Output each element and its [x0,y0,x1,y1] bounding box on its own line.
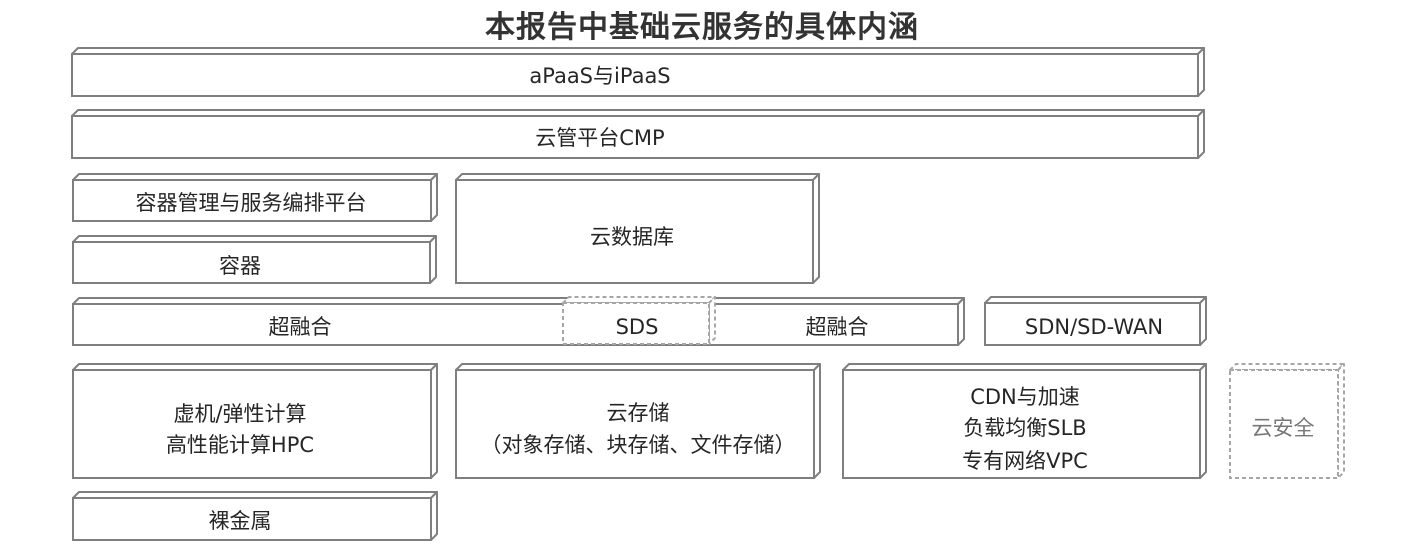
security-box [1229,363,1345,479]
labels-layer: aPaaS与iPaaS 云管平台CMP 容器管理与服务编排平台 容器 云数据库 … [136,64,1315,533]
cloud-db-box [455,173,820,284]
sdn-box [984,296,1207,346]
network-box-front [842,369,1201,479]
sds-label: SDS [616,315,659,339]
sdn-label: SDN/SD-WAN [1025,315,1163,339]
bare-metal-box [72,491,438,541]
storage-label-line-1: 云存储 [607,401,670,425]
security-box-side [1337,363,1345,479]
compute-label-line-1: 虚机/弹性计算 [173,402,306,426]
storage-label-line-2: （对象存储、块存储、文件存储） [481,433,796,457]
diagram-title: 本报告中基础云服务的具体内涵 [485,10,919,45]
security-box-top [1229,363,1345,371]
hci-right-label: 超融合 [806,315,869,339]
orchestration-label: 容器管理与服务编排平台 [136,191,367,215]
bare-metal-box-front [72,497,432,541]
security-label: 云安全 [1252,416,1315,440]
hci-left-label: 超融合 [269,315,332,339]
cmp-box [71,109,1205,159]
boxes-layer [71,47,1345,541]
compute-box-front [72,369,432,479]
compute-label-line-2: 高性能计算HPC [166,433,314,457]
hci-box-front [72,303,959,346]
network-label-line-2: 负载均衡SLB [963,416,1086,440]
cmp-label: 云管平台CMP [535,126,664,150]
network-label-line-1: CDN与加速 [970,385,1080,409]
container-box-front [72,241,431,284]
apaas-label: aPaaS与iPaaS [529,64,670,88]
network-label-line-3: 专有网络VPC [962,449,1088,473]
orchestration-box [72,173,438,222]
hci-box [72,297,965,346]
sds-box [562,296,716,345]
apaas-box-front [71,53,1199,97]
orchestration-box-front [72,179,432,222]
container-box [72,235,437,284]
apaas-box [71,47,1205,97]
bare-metal-label: 裸金属 [209,509,272,533]
sdn-box-front [984,302,1201,346]
cloud-db-label: 云数据库 [590,225,674,249]
container-label: 容器 [219,254,261,278]
cloud-db-box-front [455,179,814,284]
storage-box [455,363,821,479]
cmp-box-front [71,115,1199,159]
compute-box [72,363,438,479]
sds-box-front [562,302,710,345]
network-box [842,363,1207,479]
security-box-front [1229,369,1339,479]
storage-box-front [455,369,815,479]
